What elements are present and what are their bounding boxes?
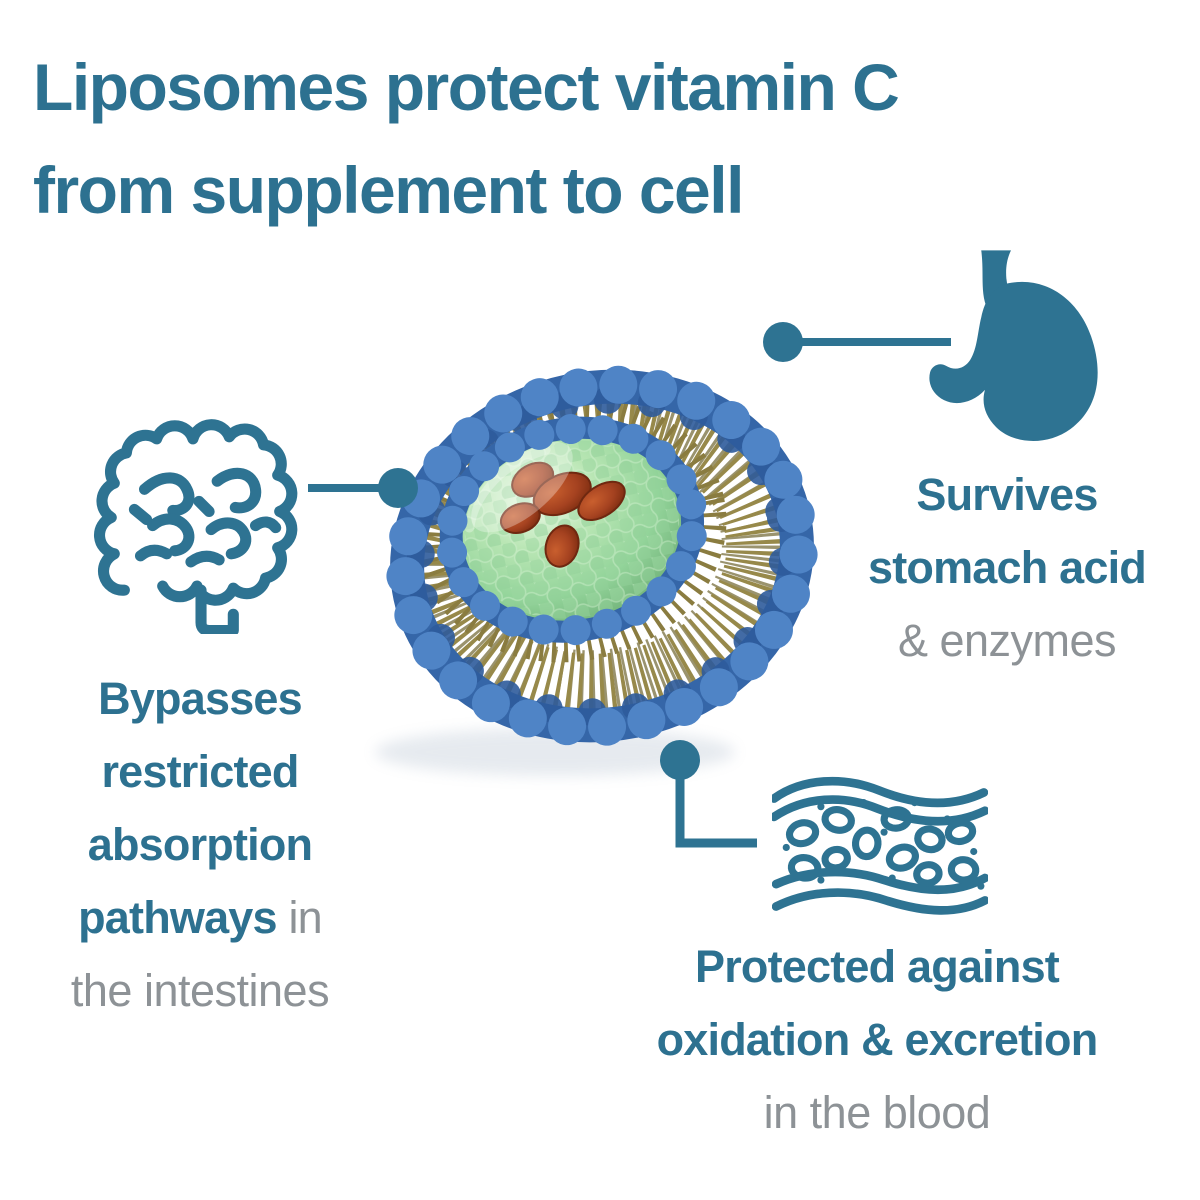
title-line-1: Liposomes protect vitamin C xyxy=(33,50,900,124)
page-title: Liposomes protect vitamin C from supplem… xyxy=(33,36,1173,242)
intestines-connector xyxy=(308,468,418,508)
intestines-callout-line-4: pathways in xyxy=(20,881,380,954)
liposome-shadow xyxy=(375,728,735,776)
outer-bead-row-1 xyxy=(386,365,818,747)
intestines-callout-line-1: Bypasses xyxy=(98,673,303,724)
blood-callout: Protected against oxidation & excretion … xyxy=(596,930,1158,1149)
core-gloss-highlight xyxy=(471,441,573,533)
stomach-callout-line-2: stomach acid xyxy=(867,542,1147,593)
liposome-illustration xyxy=(386,365,818,747)
intestines-callout-line-5: the intestines xyxy=(70,965,330,1016)
blood-connector xyxy=(660,740,757,848)
stomach-callout-line-1: Survives xyxy=(916,469,1098,520)
blood-callout-line-2: oxidation & excretion xyxy=(656,1014,1099,1065)
intestines-callout-line-2: restricted xyxy=(101,746,299,797)
intestines-callout-bold-word: pathways xyxy=(78,892,277,943)
inner-bead-ring xyxy=(435,413,709,646)
stomach-icon xyxy=(918,243,1104,455)
intestines-callout-line-3: absorption xyxy=(87,819,313,870)
title-line-2: from supplement to cell xyxy=(33,153,744,227)
blood-callout-line-3: in the blood xyxy=(763,1087,991,1138)
stomach-callout: Survives stomach acid & enzymes xyxy=(845,458,1169,677)
intestines-callout-gray-word: in xyxy=(276,892,322,943)
stomach-connector xyxy=(763,322,951,362)
vitamin-c-particles xyxy=(499,461,626,568)
plasma-dots xyxy=(782,799,985,890)
intestines-callout: Bypasses restricted absorption pathways … xyxy=(20,662,380,1027)
blood-callout-line-1: Protected against xyxy=(694,941,1060,992)
blood-vessel-icon xyxy=(772,776,988,924)
intestines-icon xyxy=(82,396,314,634)
red-blood-cells xyxy=(785,806,980,887)
stomach-callout-line-3: & enzymes xyxy=(897,615,1117,666)
